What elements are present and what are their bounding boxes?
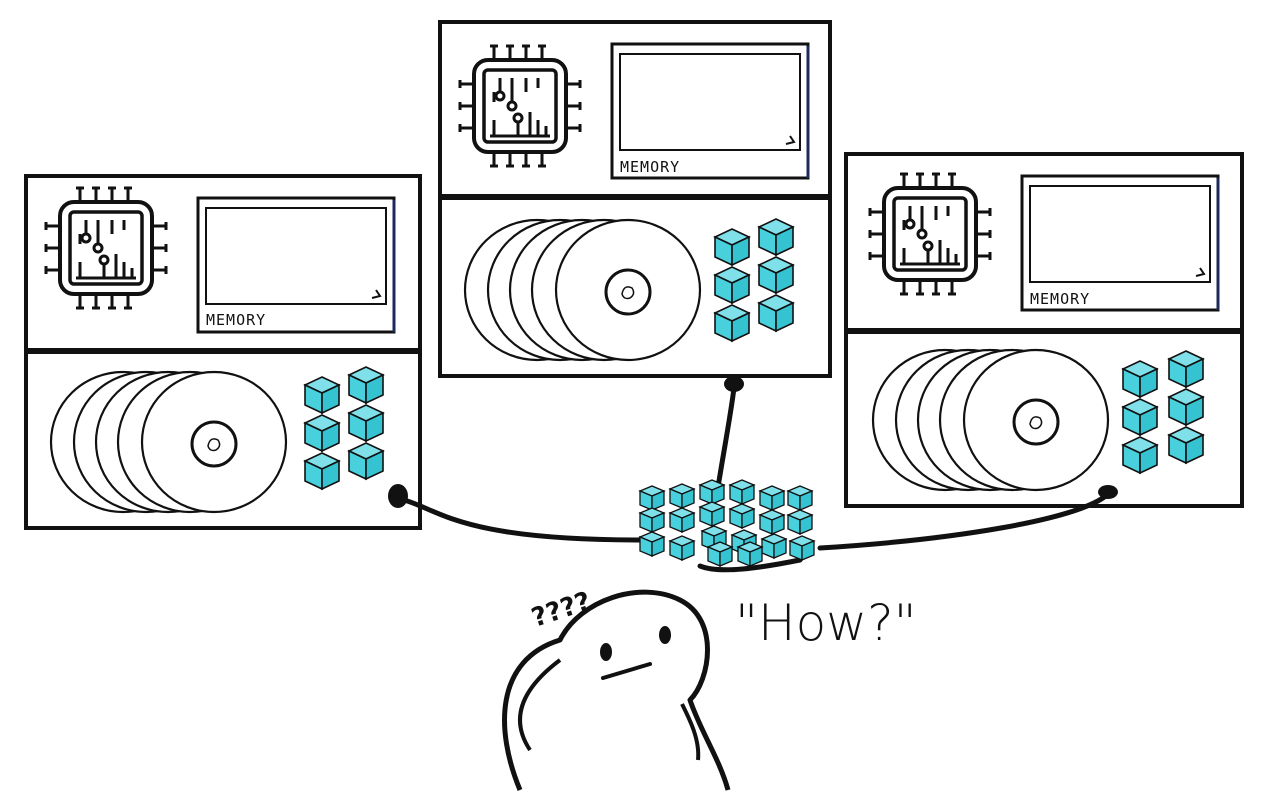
memory-label: MEMORY [1030, 290, 1090, 308]
server-center: MEMORY [438, 20, 832, 378]
merged-data-cubes [639, 479, 815, 567]
cable-plugs [388, 376, 1118, 508]
memory-module: MEMORY [196, 196, 396, 334]
network-cables [401, 385, 1111, 573]
server-right: MEMORY [844, 152, 1244, 508]
memory-label: MEMORY [620, 158, 680, 176]
disk-stack-icon [871, 348, 1110, 492]
disk-stack-icon [463, 218, 702, 362]
confused-character: ???? [502, 586, 731, 791]
server-left: MEMORY [24, 174, 422, 530]
memory-label: MEMORY [206, 311, 266, 329]
speech-text: "How?" [735, 594, 917, 652]
disk-stack-icon [49, 370, 288, 514]
memory-module: MEMORY [610, 42, 810, 180]
memory-module: MEMORY [1020, 174, 1220, 312]
